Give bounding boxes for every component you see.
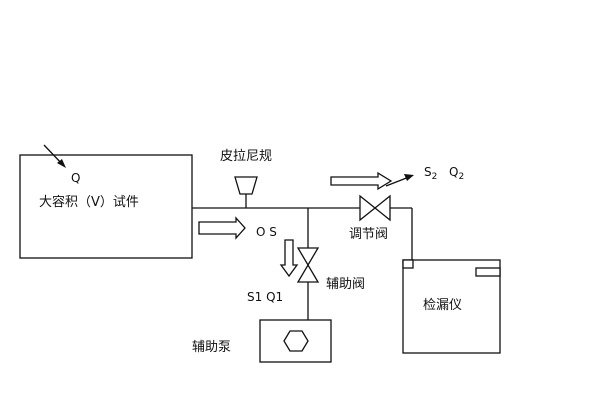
aux-pump-hexagon-icon [283, 330, 309, 352]
aux-pump-label: 辅助泵 [192, 340, 231, 355]
aux-flow-arrow-icon [279, 239, 299, 278]
vessel-q-label: Q [71, 171, 80, 185]
control-valve-left [359, 194, 377, 222]
flow-arrow-top-icon [330, 171, 393, 191]
q2-label: Q2 [449, 165, 464, 182]
vessel-title: 大容积（V）试件 [39, 194, 139, 210]
inflow-arrow-head [57, 159, 66, 168]
leak-detector-corner-right [475, 267, 501, 277]
control-valve: 调节阀 [349, 194, 391, 242]
s2-label: S2 [424, 165, 437, 182]
control-valve-label: 调节阀 [349, 227, 388, 242]
flow-arrow-icon [198, 216, 246, 240]
pirani-gauge-label: 皮拉尼规 [220, 149, 272, 164]
pirani-gauge-icon [234, 176, 258, 195]
aux-valve-bottom [296, 263, 320, 283]
leak-detector-label: 检漏仪 [423, 297, 462, 313]
aux-valve-top [296, 247, 320, 267]
s2-sub: 2 [432, 172, 438, 182]
leak-detector: 检漏仪 [402, 259, 501, 354]
pirani-gauge: 皮拉尼规 [220, 149, 272, 195]
aux-pump: 辅助泵 [192, 319, 332, 363]
q2-base: Q [449, 165, 458, 179]
s2-arrow-line [385, 176, 410, 187]
leak-detector-corner-left [402, 259, 414, 269]
control-valve-right [373, 194, 391, 222]
test-vessel: Q 大容积（V）试件 [19, 144, 193, 259]
s2-base: S [424, 165, 432, 179]
flow-os-label: O S [256, 225, 277, 239]
test-vessel-box [19, 154, 193, 259]
aux-valve-label: 辅助阀 [326, 277, 365, 292]
s1q1-label: S1 Q1 [247, 290, 283, 304]
q2-sub: 2 [458, 172, 464, 182]
s2-arrow-head [404, 174, 414, 181]
